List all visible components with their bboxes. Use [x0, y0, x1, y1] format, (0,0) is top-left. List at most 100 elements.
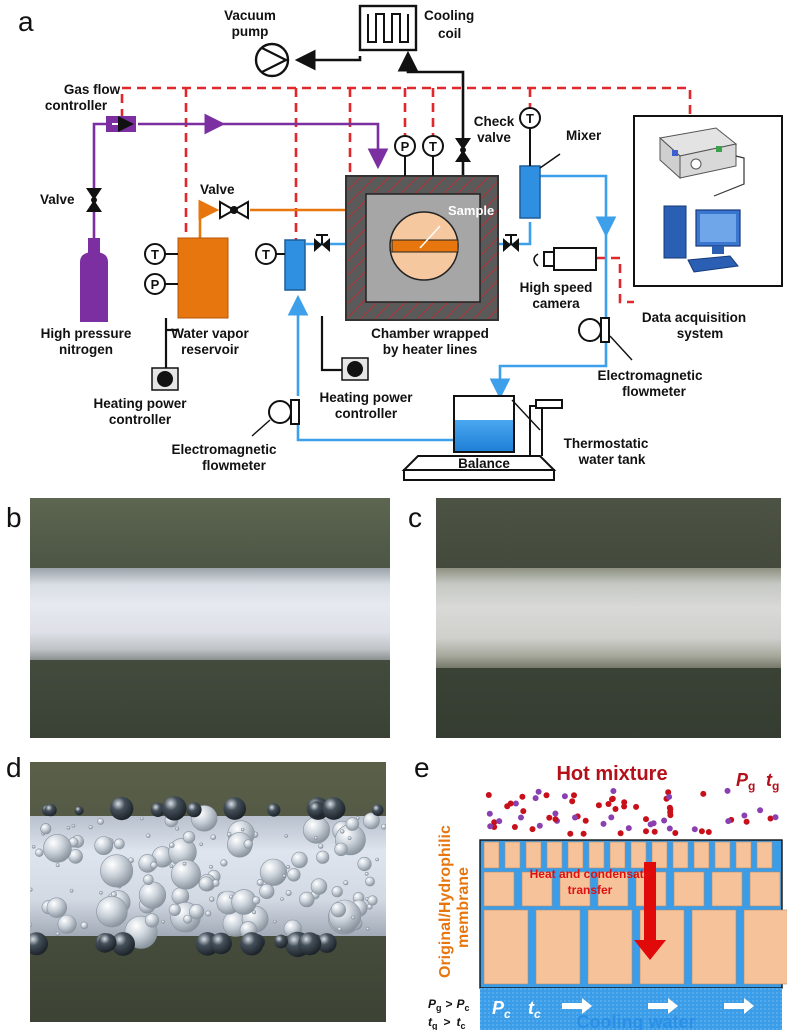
membrane-pore [597, 871, 629, 907]
nitrogen-cylinder [80, 238, 108, 322]
droplet [284, 834, 289, 838]
panel-label-a: a [18, 6, 34, 37]
pressure-sensor-icon: P [144, 273, 178, 295]
membrane-pore [588, 841, 605, 869]
hanging-droplet [240, 932, 264, 956]
vapor-molecule [552, 816, 559, 823]
vapor-molecule [666, 793, 673, 800]
hanging-droplet [267, 803, 281, 817]
vapor-molecule [567, 830, 574, 837]
droplet [351, 915, 356, 920]
daq-label-1: Data acquisition [642, 310, 746, 325]
membrane-pore [535, 909, 581, 985]
hanging-droplet [298, 932, 322, 956]
daq-label-2: system [677, 326, 724, 341]
membrane-side-label-1: Original/Hydrophilic [437, 825, 454, 978]
tg-symbol: tg [766, 770, 779, 793]
droplet [175, 826, 180, 831]
membrane-pore [749, 871, 781, 907]
flowmeter-right-label-1: Electromagnetic [597, 368, 703, 383]
cooling-flow-arrows [562, 998, 754, 1014]
droplet [46, 897, 67, 918]
condition-temperature: tg>tc [428, 1015, 466, 1030]
vapor-molecule [552, 810, 559, 817]
membrane-pore [483, 909, 529, 985]
droplet [97, 818, 104, 825]
droplet [205, 910, 212, 917]
vapor-molecule [691, 826, 698, 833]
vapor-molecule [672, 830, 679, 836]
temperature-sensor-icon: T [144, 243, 178, 265]
vacuum-pump-label-1: Vacuum [224, 8, 276, 23]
panel-label-b: b [6, 502, 22, 533]
vapor-molecule [698, 828, 705, 835]
pg-symbol: Pg [736, 770, 755, 793]
vapor-molecule [600, 820, 607, 827]
droplet [140, 816, 144, 821]
droplet [99, 891, 103, 895]
cooling-coil-label-1: Cooling [424, 8, 474, 23]
vapor-line [198, 199, 346, 238]
droplet [144, 913, 160, 928]
sample-label: Sample [448, 203, 494, 218]
droplet [210, 834, 217, 840]
hanging-droplet [308, 801, 325, 818]
photo-original-membrane [30, 498, 390, 738]
droplet [310, 878, 328, 895]
vapor-molecule [647, 821, 654, 828]
hanging-droplet [186, 802, 202, 818]
vacuum-pump [254, 42, 290, 78]
droplet [43, 834, 72, 863]
droplet [150, 861, 158, 869]
droplet [55, 863, 60, 868]
droplet [143, 874, 154, 885]
mixer-left [284, 239, 306, 291]
hanging-droplet [44, 804, 57, 817]
heating-mid-label-2: controller [335, 406, 398, 421]
droplet [169, 864, 174, 869]
transfer-label-1: Heat and condensate [530, 867, 651, 881]
balance-label: Balance [458, 456, 510, 471]
droplet [240, 827, 245, 832]
membrane-pore [521, 871, 553, 907]
membrane-pore [693, 841, 710, 869]
vapor-molecule [617, 830, 624, 837]
panel-label-d: d [6, 752, 22, 783]
droplet [259, 883, 275, 899]
valve-chamber-left-icon [314, 234, 330, 252]
droplet [146, 833, 151, 838]
mixer-label: Mixer [566, 128, 602, 143]
cooling-coil [358, 4, 418, 52]
chamber [345, 175, 499, 321]
valve-vapor-icon [219, 200, 249, 220]
gas-flow-controller-label-2: controller [45, 98, 108, 113]
droplet [330, 902, 347, 918]
vapor-molecule [643, 828, 649, 835]
vapor-molecule [546, 814, 553, 821]
vapor-molecule [700, 790, 707, 797]
droplet [273, 919, 277, 924]
droplet [252, 896, 261, 905]
check-valve-label-1: Check [474, 114, 515, 129]
vapor-molecule [532, 795, 539, 802]
flowmeter-right-label-2: flowmeter [622, 384, 687, 399]
droplet [380, 823, 386, 830]
heat-transfer-arrow [634, 862, 666, 960]
hanging-droplet [274, 934, 288, 949]
membrane-pore [609, 841, 626, 869]
vapor-molecule [643, 816, 649, 823]
gas-flow-controller-label-1: Gas flow [64, 82, 121, 97]
droplet [337, 926, 342, 932]
membrane-pore [714, 841, 731, 869]
droplet [169, 842, 175, 848]
panel-label-c: c [408, 502, 422, 533]
hanging-droplet [110, 796, 134, 821]
vapor-molecule [605, 801, 612, 807]
droplet [209, 896, 215, 902]
nitrogen-line [92, 113, 389, 250]
droplet [256, 879, 264, 887]
droplet [30, 887, 33, 892]
droplet [168, 903, 181, 916]
cooling-coil-label-2: coil [438, 26, 461, 41]
vapor-molecule [520, 808, 527, 815]
